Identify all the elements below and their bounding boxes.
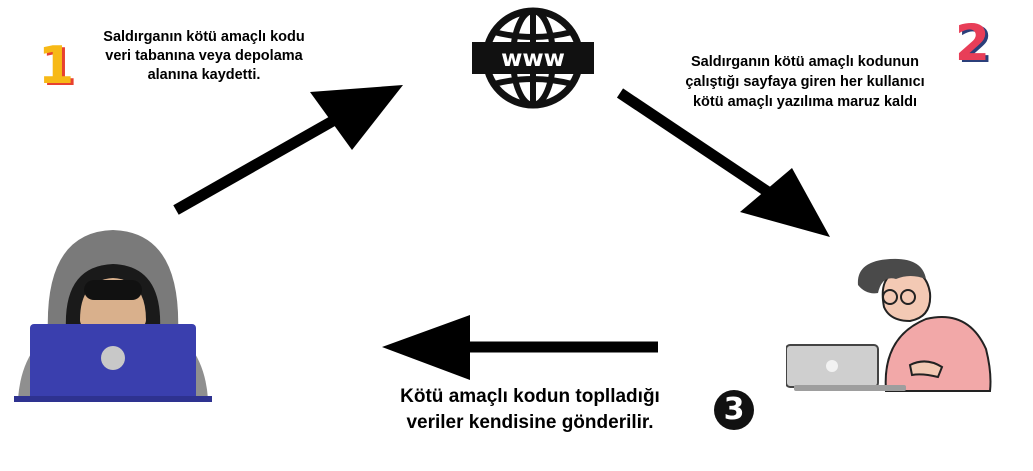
step-3-line-1: Kötü amaçlı kodun toplladığı bbox=[400, 386, 660, 407]
step-1-number: 1 bbox=[38, 36, 75, 96]
step-2-line-1: Saldırganın kötü amaçlı kodunun bbox=[691, 54, 919, 70]
step-2-line-2: çalıştığı sayfaya giren her kullanıcı bbox=[685, 74, 925, 90]
step-2-number: 2 bbox=[955, 14, 990, 72]
step-1-line-3: alanına kaydetti. bbox=[147, 67, 261, 83]
globe-www-icon: www bbox=[472, 7, 594, 109]
arrow-site-to-user bbox=[616, 88, 830, 237]
arrow-user-to-hacker bbox=[382, 315, 658, 380]
step-1-line-2: veri tabanına veya depolama bbox=[105, 48, 303, 64]
step-1-line-1: Saldırganın kötü amaçlı kodu bbox=[103, 29, 305, 45]
user-with-laptop-icon bbox=[786, 258, 992, 392]
step-2-line-3: kötü amaçlı yazılıma maruz kaldı bbox=[692, 94, 918, 110]
globe-label: www bbox=[501, 46, 565, 72]
step-3-line-2: veriler kendisine gönderilir. bbox=[406, 412, 654, 433]
step-3-number: 3 bbox=[714, 390, 754, 430]
hooded-hacker-icon bbox=[14, 230, 212, 402]
step-3-text: Kötü amaçlı kodun toplladığı veriler ken… bbox=[360, 384, 700, 436]
step-2-text: Saldırganın kötü amaçlı kodunun çalıştığ… bbox=[640, 52, 970, 112]
arrow-hacker-to-site bbox=[173, 85, 403, 215]
step-1-text: Saldırganın kötü amaçlı kodu veri tabanı… bbox=[68, 28, 340, 85]
